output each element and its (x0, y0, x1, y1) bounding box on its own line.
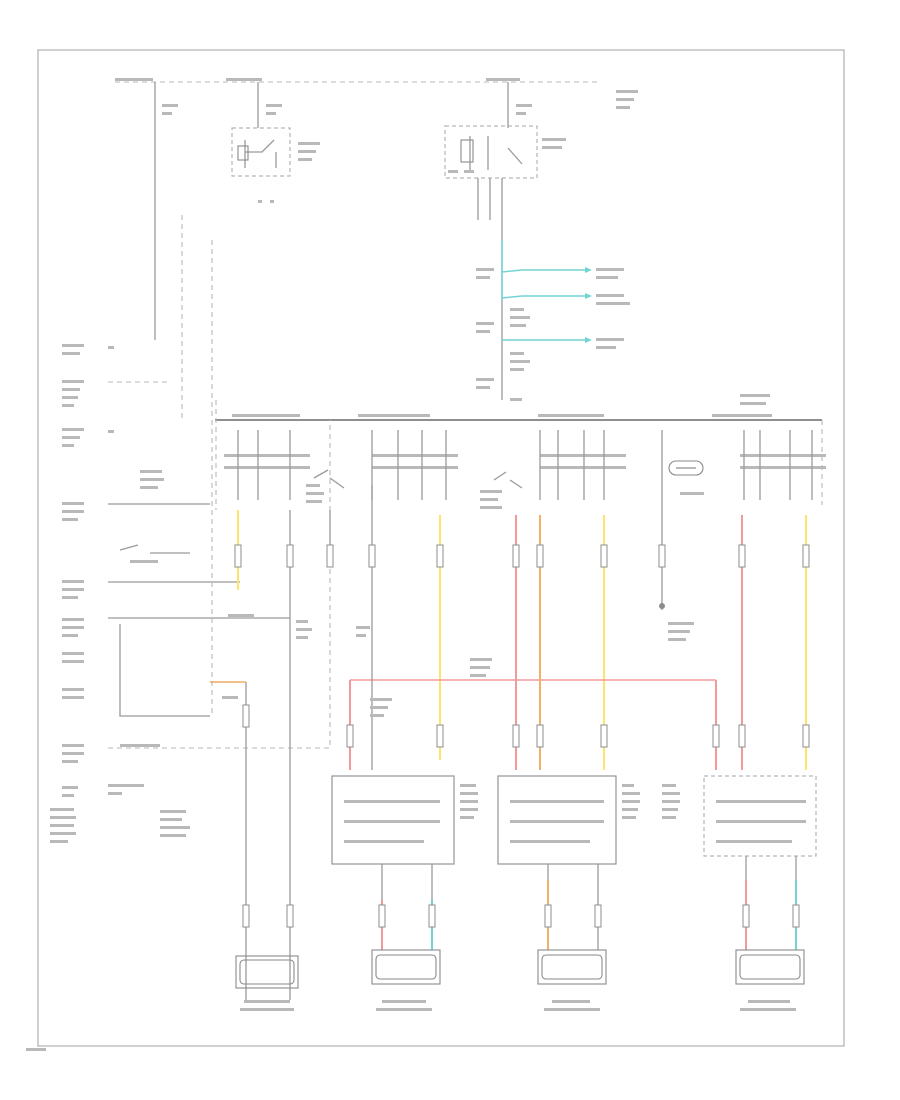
motor-feeds (242, 856, 800, 950)
footer-mark (26, 1048, 46, 1051)
connector-pins (234, 544, 810, 748)
master-window-switch (181, 215, 247, 1000)
window-relay (231, 127, 320, 203)
switch-contacts (224, 430, 826, 520)
wire-runs (237, 485, 807, 1000)
right-front-window-motor (371, 949, 441, 1011)
diagram-frame (37, 49, 845, 1047)
right-rear-window-motor (735, 949, 805, 1011)
window-relay-2 (444, 125, 566, 400)
switch-bus (215, 394, 823, 505)
right-rear-window-switch (662, 775, 817, 857)
left-rear-window-switch (497, 775, 640, 865)
right-front-window-switch (331, 775, 478, 865)
left-labels (50, 344, 331, 843)
branch-wires (476, 240, 630, 401)
left-front-window-motor (235, 955, 299, 1011)
power-feed (115, 78, 638, 340)
left-rear-window-motor (537, 949, 607, 1011)
